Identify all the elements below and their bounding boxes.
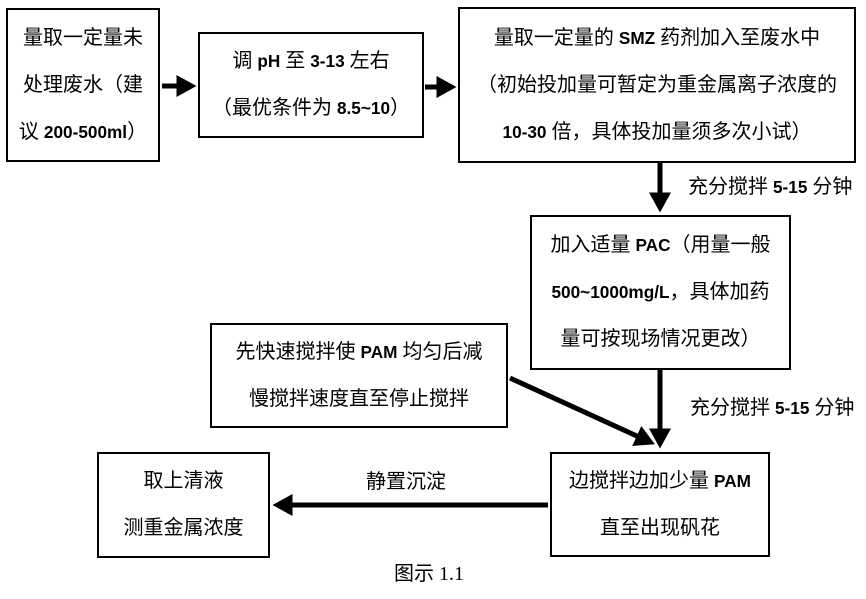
step-add-pac: 加入适量 PAC（用量一般 500~1000mg/L，具体加药 量可按现场情况更…: [530, 215, 791, 370]
step-measure-wastewater: 量取一定量未 处理废水（建 议 200-500ml）: [6, 8, 160, 162]
step-text-line: 测重金属浓度: [123, 517, 244, 539]
arrow-mixing-to-pam: [508, 375, 655, 446]
step-take-supernatant: 取上清液 测重金属浓度: [97, 452, 270, 558]
step-pam-mixing: 先快速搅拌使 PAM 均匀后减 慢搅拌速度直至停止搅拌: [210, 323, 508, 428]
step-text-line: 量可按现场情况更改）: [560, 328, 761, 350]
step-text-line: 直至出现矾花: [600, 516, 720, 539]
step-add-smz: 量取一定量的 SMZ 药剂加入至废水中 （初始投加量可暂定为重金属离子浓度的 1…: [458, 7, 856, 163]
step-text-line: 议 200-500ml）: [18, 120, 148, 143]
edge-label-settle: 静置沉淀: [366, 471, 446, 493]
edge-label-stir-2: 充分搅拌 5-15 分钟: [690, 397, 855, 419]
step-adjust-ph: 调 pH 至 3-13 左右 （最优条件为 8.5~10）: [198, 32, 424, 138]
step-text-line: 处理废水（建: [23, 73, 143, 96]
step-add-pam: 边搅拌边加少量 PAM 直至出现矾花: [550, 452, 770, 557]
step-text-line: 量取一定量未: [23, 26, 143, 49]
step-text-line: 10-30 倍，具体投加量须多次小试）: [502, 120, 812, 143]
step-text-line: 量取一定量的 SMZ 药剂加入至废水中: [493, 26, 821, 49]
step-text-line: 调 pH 至 3-13 左右: [232, 50, 390, 72]
step-text-line: 500~1000mg/L，具体加药: [551, 281, 770, 303]
step-text-line: 慢搅拌速度直至停止搅拌: [249, 387, 469, 410]
figure-caption: 图示 1.1: [394, 563, 464, 585]
step-text-line: 加入适量 PAC（用量一般: [550, 234, 771, 256]
step-text-line: 边搅拌边加少量 PAM: [569, 469, 751, 492]
step-text-line: （最优条件为 8.5~10）: [211, 97, 411, 119]
step-text-line: 先快速搅拌使 PAM 均匀后减: [235, 340, 483, 363]
step-text-line: 取上清液: [143, 470, 224, 492]
step-text-line: （初始投加量可暂定为重金属离子浓度的: [477, 73, 837, 96]
edge-label-stir-1: 充分搅拌 5-15 分钟: [688, 176, 853, 198]
